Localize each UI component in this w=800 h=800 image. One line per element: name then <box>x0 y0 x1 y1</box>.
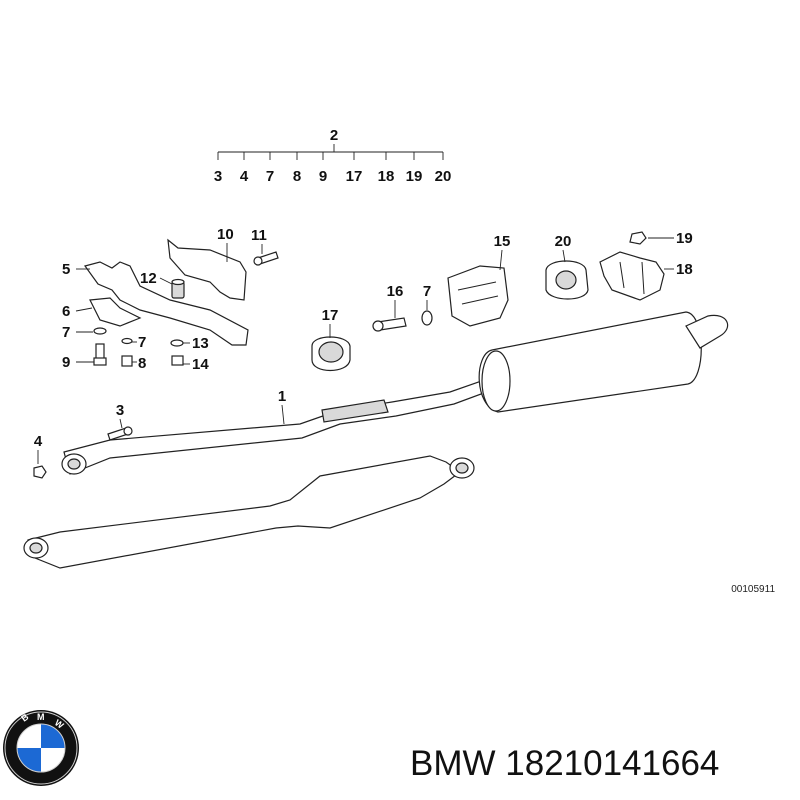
bmw-logo: B M W <box>3 710 79 786</box>
clamp-15 <box>447 265 509 327</box>
callout-1: 1 <box>278 388 286 405</box>
kit-item-8: 8 <box>293 168 301 185</box>
clamp-plate-6 <box>89 297 142 327</box>
mounting-bracket-assembly: 5 6 7 9 7 8 12 10 11 13 14 <box>62 226 279 373</box>
callout-3: 3 <box>116 402 124 419</box>
washer-13 <box>170 339 184 347</box>
kit-item-19: 19 <box>406 168 423 185</box>
part-number-caption: BMW 18210141664 <box>410 744 719 783</box>
svg-text:B: B <box>19 711 31 723</box>
callout-12: 12 <box>140 270 157 287</box>
washer-7b <box>121 337 133 345</box>
kit-item-18: 18 <box>378 168 395 185</box>
callout-14: 14 <box>192 356 209 373</box>
callout-7b: 7 <box>138 334 146 351</box>
catalytic-converter-pipe <box>27 455 462 569</box>
nut-14 <box>171 355 184 366</box>
callout-8: 8 <box>138 355 146 372</box>
callout-9: 9 <box>62 354 70 371</box>
rear-silencer-assembly: 1 3 4 <box>33 311 729 479</box>
callout-7c: 7 <box>423 283 431 300</box>
kit-item-7: 7 <box>266 168 274 185</box>
support-bracket-10 <box>167 238 247 301</box>
callout-5: 5 <box>62 261 70 278</box>
callout-2: 2 <box>330 127 338 144</box>
drawing-number: 00105911 <box>731 584 775 595</box>
callout-15: 15 <box>494 233 511 250</box>
washer-7c <box>421 310 433 326</box>
callout-6: 6 <box>62 303 70 320</box>
nut-4 <box>33 465 47 479</box>
callout-19: 19 <box>676 230 693 247</box>
kit-item-3: 3 <box>214 168 222 185</box>
kit-item-9: 9 <box>319 168 327 185</box>
rubber-bushing-18 <box>599 251 665 301</box>
hanger-bracket-5 <box>84 261 249 346</box>
kit-item-17: 17 <box>346 168 363 185</box>
front-pipe-catalyst <box>23 455 475 569</box>
callout-16: 16 <box>387 283 404 300</box>
kit-item-4: 4 <box>240 168 249 185</box>
callout-13: 13 <box>192 335 209 352</box>
nut-8 <box>121 355 133 367</box>
muffler-body <box>478 311 702 413</box>
callout-18: 18 <box>676 261 693 278</box>
callout-17: 17 <box>322 307 339 324</box>
callout-11: 11 <box>251 227 267 244</box>
clamp-parts: 15 16 7 17 20 18 19 <box>311 230 693 371</box>
washer-7a <box>93 327 107 335</box>
kit-item-20: 20 <box>435 168 452 185</box>
callout-4: 4 <box>34 433 43 450</box>
tailpipe <box>685 314 729 349</box>
callout-7a: 7 <box>62 324 70 341</box>
svg-text:M: M <box>37 712 45 722</box>
nut-19 <box>629 231 647 245</box>
callout-20: 20 <box>555 233 572 250</box>
callout-10: 10 <box>217 226 234 243</box>
